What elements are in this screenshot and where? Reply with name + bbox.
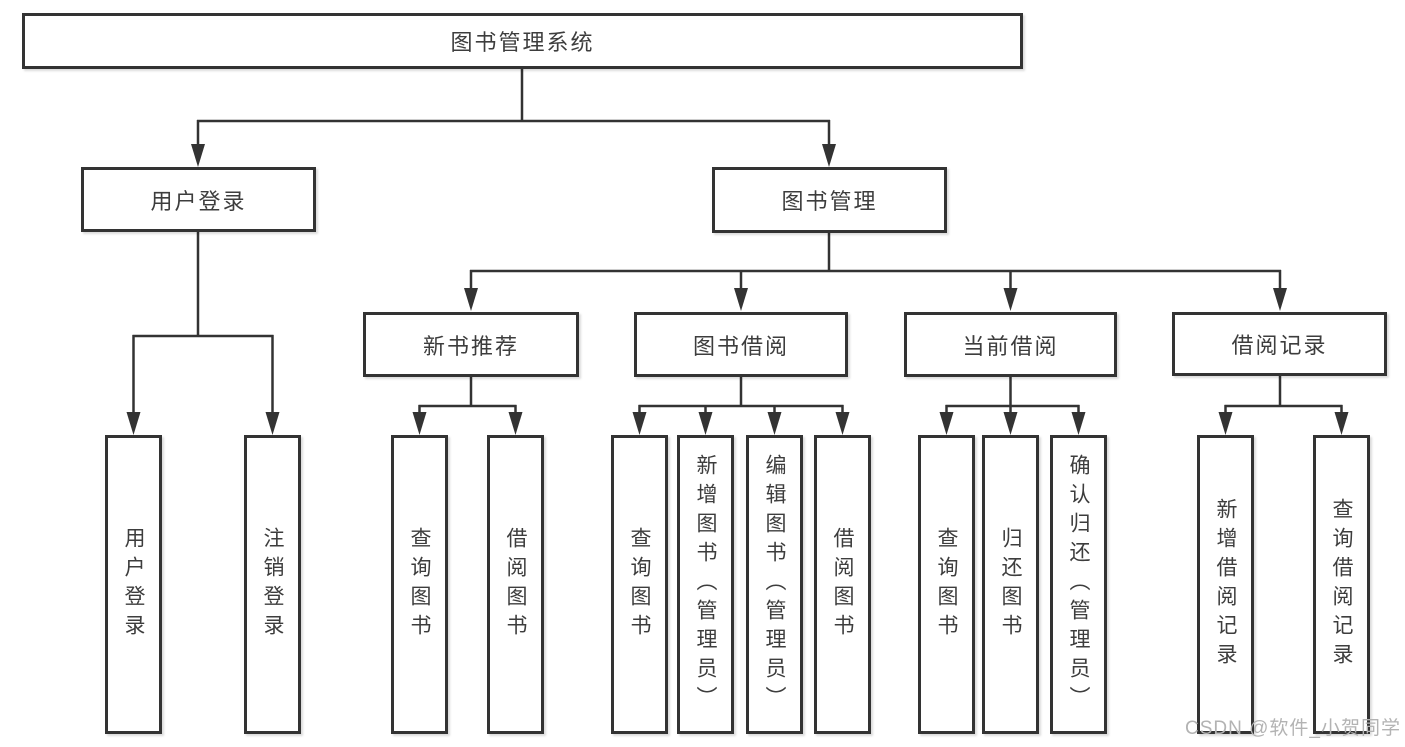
- connector-book-borrowing-group: [638, 377, 844, 414]
- connector-current-borrowing-group: [945, 377, 1080, 414]
- node-label: 确认归还（管理员）: [1067, 454, 1090, 715]
- connector-book-management-to-level2: [469, 233, 1282, 290]
- node-label: 注销登录: [261, 526, 284, 643]
- node-user-login: 用户登录: [81, 167, 316, 232]
- leaf-rec-borrow-books: 借阅图书: [487, 435, 544, 734]
- node-book-borrowing: 图书借阅: [634, 312, 848, 377]
- leaf-borrow-add-books-admin: 新增图书（管理员）: [677, 435, 734, 734]
- node-label: 查询图书: [408, 526, 431, 643]
- node-label: 借阅图书: [831, 526, 854, 643]
- node-label: 图书管理系统: [450, 30, 595, 55]
- leaf-current-query-books: 查询图书: [918, 435, 975, 734]
- leaf-current-confirm-return-admin: 确认归还（管理员）: [1050, 435, 1107, 734]
- node-label: 归还图书: [999, 526, 1022, 643]
- node-label: 当前借阅: [962, 333, 1059, 359]
- node-label: 查询图书: [935, 526, 958, 643]
- node-new-book-recommendation: 新书推荐: [363, 312, 579, 377]
- node-library-management-system: 图书管理系统: [22, 13, 1023, 69]
- leaf-records-query-borrow-record: 查询借阅记录: [1313, 435, 1370, 734]
- node-label: 查询图书: [628, 526, 651, 643]
- node-label: 查询借阅记录: [1330, 497, 1353, 672]
- leaf-borrow-edit-books-admin: 编辑图书（管理员）: [746, 435, 803, 734]
- leaf-borrow-query-books: 查询图书: [611, 435, 668, 734]
- leaf-current-return-books: 归还图书: [982, 435, 1039, 734]
- node-label: 借阅图书: [504, 526, 527, 643]
- connector-borrow-records-group: [1224, 375, 1343, 414]
- node-label: 新书推荐: [422, 333, 519, 359]
- leaf-borrow-borrow-books: 借阅图书: [814, 435, 871, 734]
- node-label: 借阅记录: [1231, 333, 1328, 358]
- leaf-records-add-borrow-record: 新增借阅记录: [1197, 435, 1254, 734]
- node-label: 用户登录: [150, 188, 247, 214]
- node-label: 用户登录: [122, 526, 145, 643]
- node-current-borrowing: 当前借阅: [904, 312, 1117, 377]
- connector-new-book-group: [418, 377, 517, 414]
- connector-root-to-level1: [196, 69, 831, 146]
- csdn-watermark: CSDN @软件_小贺同学: [1185, 718, 1401, 739]
- node-label: 图书管理: [781, 189, 878, 214]
- node-label: 编辑图书（管理员）: [763, 454, 786, 715]
- node-borrowing-records: 借阅记录: [1172, 312, 1387, 376]
- connector-user-login-group: [132, 232, 274, 414]
- leaf-rec-query-books: 查询图书: [391, 435, 448, 734]
- node-book-management: 图书管理: [712, 167, 947, 233]
- leaf-user-login: 用户登录: [105, 435, 162, 734]
- leaf-logout-login: 注销登录: [244, 435, 301, 734]
- arrowheads: [126, 144, 1349, 435]
- node-label: 新增借阅记录: [1214, 497, 1237, 672]
- node-label: 图书借阅: [692, 333, 789, 359]
- node-label: 新增图书（管理员）: [694, 454, 717, 715]
